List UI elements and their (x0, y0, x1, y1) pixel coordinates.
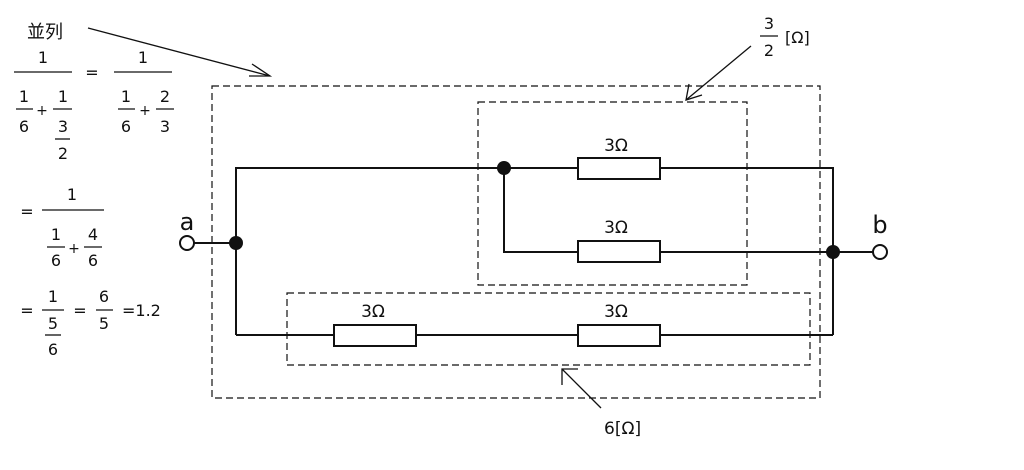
plus-sign: + (68, 241, 80, 257)
numerator-1: 1 (67, 185, 77, 204)
junction-dot (826, 245, 840, 259)
wire-left-top (235, 167, 578, 335)
arrow-head-icon (249, 63, 273, 77)
equals-sign: = (73, 301, 86, 320)
resistor-top-label: 3Ω (604, 136, 628, 156)
series-value-label: 6[Ω] (604, 419, 641, 439)
frac-den: 6 (51, 251, 61, 270)
node-b-label: b (872, 211, 887, 239)
frac-den: 6 (48, 340, 58, 359)
equals-sign: = (20, 202, 33, 221)
frac-num: 2 (160, 87, 170, 106)
frac-num: 4 (88, 225, 98, 244)
parallel-heading: 並列 (27, 22, 63, 43)
frac-den: 6 (121, 117, 131, 136)
terminal-a (179, 235, 195, 251)
terminal-b (872, 244, 888, 260)
wire-right-top (660, 167, 834, 335)
numerator-1: 1 (38, 48, 48, 67)
pointer-arrow-line (87, 27, 271, 77)
frac-num: 6 (99, 287, 109, 306)
junction-dot (497, 161, 511, 175)
parallel-pointer-line (685, 45, 752, 101)
resistor-bottom-left-label: 3Ω (361, 302, 385, 322)
plus-sign: + (36, 103, 48, 119)
frac-num: 3 (58, 117, 68, 136)
equals-sign: = (85, 63, 98, 82)
series-pointer-line (561, 368, 602, 409)
resistor-top (577, 157, 661, 180)
parallel-value-denominator: 2 (764, 41, 774, 60)
wire-parallel-branch (503, 168, 578, 253)
resistor-bottom-right (577, 324, 661, 347)
frac-num: 1 (51, 225, 61, 244)
result-value: =1.2 (122, 301, 161, 320)
arrow-head-icon (685, 83, 703, 101)
equals-sign: = (20, 301, 33, 320)
frac-num: 1 (58, 87, 68, 106)
frac-den: 6 (19, 117, 29, 136)
parallel-dashed-box (477, 101, 748, 286)
arrow-head-icon (561, 368, 578, 385)
numerator-1: 1 (138, 48, 148, 67)
resistor-parallel-label: 3Ω (604, 218, 628, 238)
outer-dashed-box (211, 85, 821, 399)
frac-num: 1 (48, 287, 58, 306)
parallel-value-unit: [Ω] (785, 28, 810, 47)
junction-dot (229, 236, 243, 250)
plus-sign: + (139, 103, 151, 119)
resistor-bottom-left (333, 324, 417, 347)
frac-num: 1 (121, 87, 131, 106)
frac-num: 1 (19, 87, 29, 106)
resistor-bottom-right-label: 3Ω (604, 302, 628, 322)
frac-den: 2 (58, 144, 68, 163)
resistor-parallel (577, 240, 661, 263)
parallel-value-numerator: 3 (764, 14, 774, 33)
frac-den: 3 (160, 117, 170, 136)
node-a-label: a (180, 208, 195, 236)
frac-den: 6 (88, 251, 98, 270)
frac-den: 5 (99, 314, 109, 333)
frac-num: 5 (48, 314, 58, 333)
